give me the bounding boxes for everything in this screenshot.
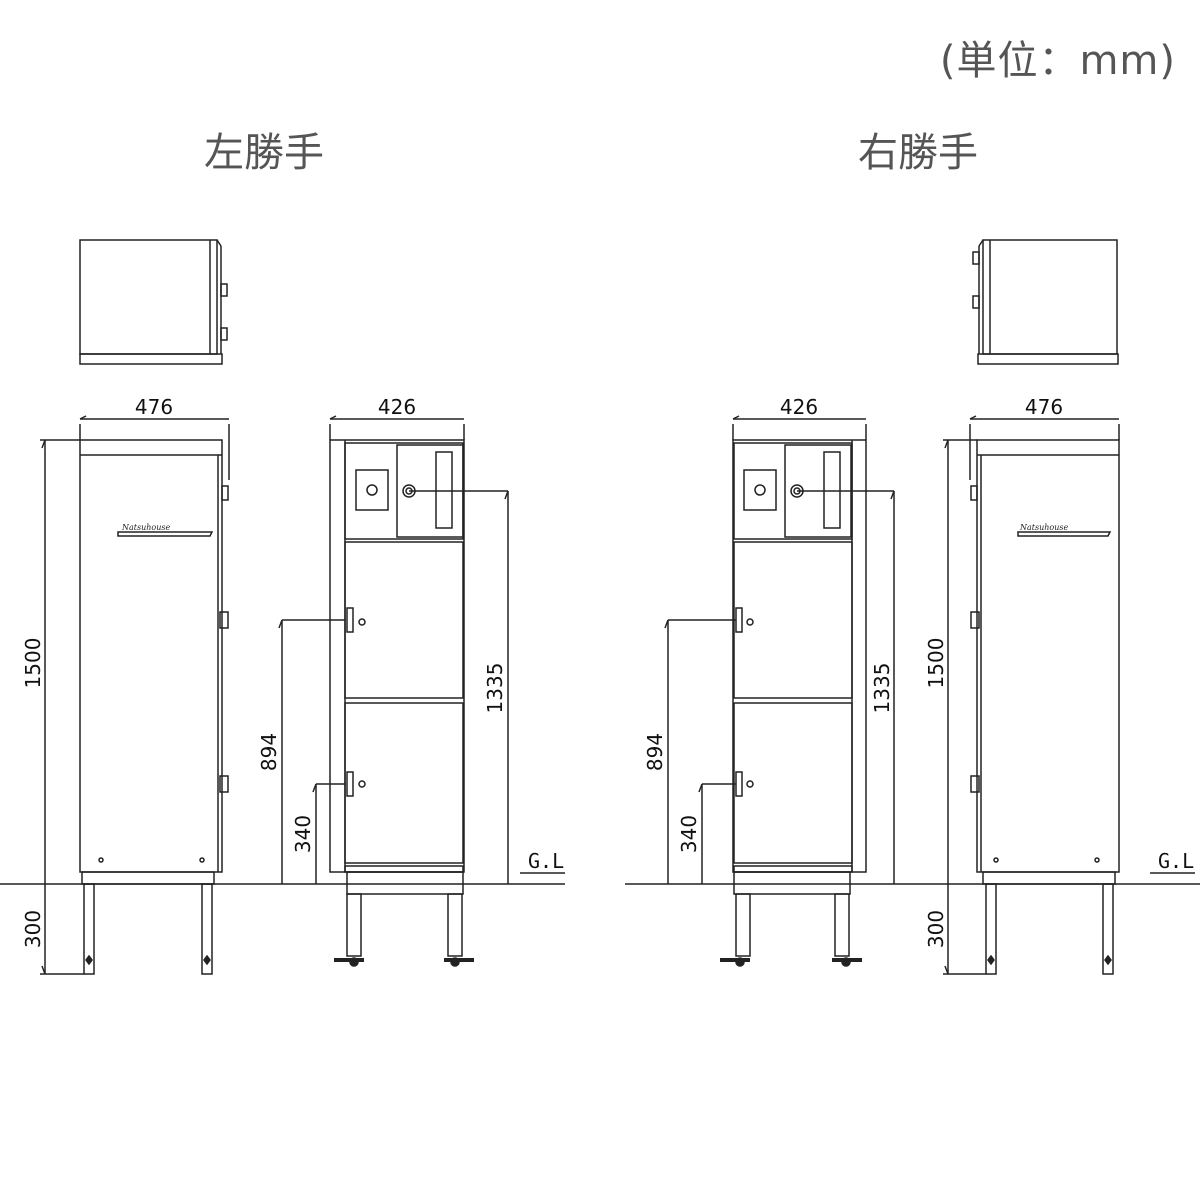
left-height-total-label: 1500: [21, 638, 45, 689]
left-front-view: [278, 415, 509, 967]
left-ground-label: G.L: [528, 849, 564, 873]
left-side-view: [40, 415, 230, 975]
right-front-view: [664, 415, 895, 967]
left-height-low-lock-label: 340: [291, 815, 315, 853]
right-height-low-lock-label: 340: [677, 815, 701, 853]
left-height-legs-label: 300: [21, 910, 45, 948]
right-height-total-label: 1500: [924, 638, 948, 689]
right-height-top-lock-label: 1335: [870, 663, 894, 714]
left-hand-title: 左勝手: [204, 130, 324, 176]
left-height-top-lock-label: 1335: [483, 663, 507, 714]
right-side-view: [943, 415, 1120, 975]
left-height-mid-lock-label: 894: [257, 733, 281, 771]
right-brand-logo: Natsuhouse: [1019, 523, 1068, 532]
left-side-width-label: 476: [135, 395, 173, 419]
right-height-legs-label: 300: [924, 910, 948, 948]
left-front-width-label: 426: [378, 395, 416, 419]
left-top-view: [79, 239, 228, 365]
right-front-width-label: 426: [780, 395, 818, 419]
right-hand-title: 右勝手: [858, 130, 978, 176]
right-height-mid-lock-label: 894: [643, 733, 667, 771]
unit-label: (単位：mm): [939, 38, 1176, 84]
right-ground-label: G.L: [1158, 849, 1194, 873]
right-top-view: [972, 239, 1119, 365]
left-brand-logo: Natsuhouse: [121, 523, 170, 532]
right-side-width-label: 476: [1025, 395, 1063, 419]
